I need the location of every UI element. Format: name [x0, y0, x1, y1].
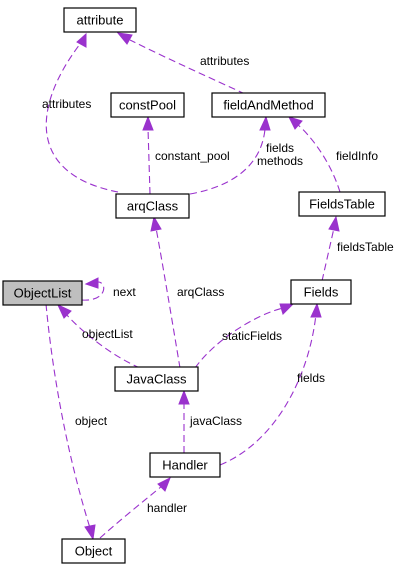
node-arqclass-label: arqClass: [127, 199, 179, 214]
node-fieldstable[interactable]: FieldsTable: [298, 191, 386, 217]
label-attributes-fam: attributes: [200, 54, 249, 68]
node-objectlist-label: ObjectList: [14, 286, 72, 301]
node-attribute[interactable]: attribute: [63, 7, 137, 33]
edge-fields-handler: [219, 302, 322, 466]
node-object[interactable]: Object: [61, 538, 126, 564]
label-fieldinfo: fieldInfo: [336, 149, 378, 163]
label-constant-pool: constant_pool: [155, 149, 230, 163]
edge-fields-methods: [189, 115, 271, 195]
edge-fieldinfo: [288, 116, 341, 193]
edge-constant-pool: [142, 115, 154, 195]
node-object-label: Object: [75, 544, 113, 559]
node-fieldstable-label: FieldsTable: [309, 197, 375, 212]
node-fields[interactable]: Fields: [290, 279, 352, 305]
label-fields-handler: fields: [297, 371, 325, 385]
node-fields-label: Fields: [304, 285, 339, 300]
node-constpool[interactable]: constPool: [110, 92, 185, 118]
edge-javaclass: [178, 389, 190, 453]
node-handler[interactable]: Handler: [149, 452, 221, 478]
edge-fieldstable: [321, 215, 340, 282]
edge-objectlist: [56, 303, 141, 369]
label-objectlist: objectList: [82, 327, 133, 341]
edge-attributes-arqclass: [45, 32, 119, 193]
node-fieldandmethod[interactable]: fieldAndMethod: [211, 92, 326, 118]
edge-object: [45, 303, 96, 541]
label-fields: fields: [266, 141, 294, 155]
label-handler: handler: [147, 501, 187, 515]
edge-next-self: [81, 277, 105, 301]
node-constpool-label: constPool: [119, 98, 176, 113]
node-attribute-label: attribute: [77, 13, 124, 28]
edge-arqclass: [150, 215, 181, 369]
node-javaclass[interactable]: JavaClass: [114, 366, 199, 392]
label-arqclass: arqClass: [177, 285, 224, 299]
label-methods: methods: [257, 154, 303, 168]
label-attributes-arq: attributes: [42, 97, 91, 111]
node-objectlist[interactable]: ObjectList: [2, 280, 83, 306]
label-next: next: [113, 285, 136, 299]
label-object: object: [75, 414, 108, 428]
node-javaclass-label: JavaClass: [127, 372, 187, 387]
label-staticfields: staticFields: [222, 329, 282, 343]
node-handler-label: Handler: [162, 458, 208, 473]
node-fieldandmethod-label: fieldAndMethod: [223, 98, 313, 113]
label-javaclass: javaClass: [189, 414, 242, 428]
edge-attributes-fieldandmethod: [116, 32, 246, 95]
edge-handler: [99, 476, 171, 539]
edge-staticfields: [194, 303, 295, 369]
label-fieldstable: fieldsTable: [337, 240, 394, 254]
node-arqclass[interactable]: arqClass: [115, 193, 190, 219]
